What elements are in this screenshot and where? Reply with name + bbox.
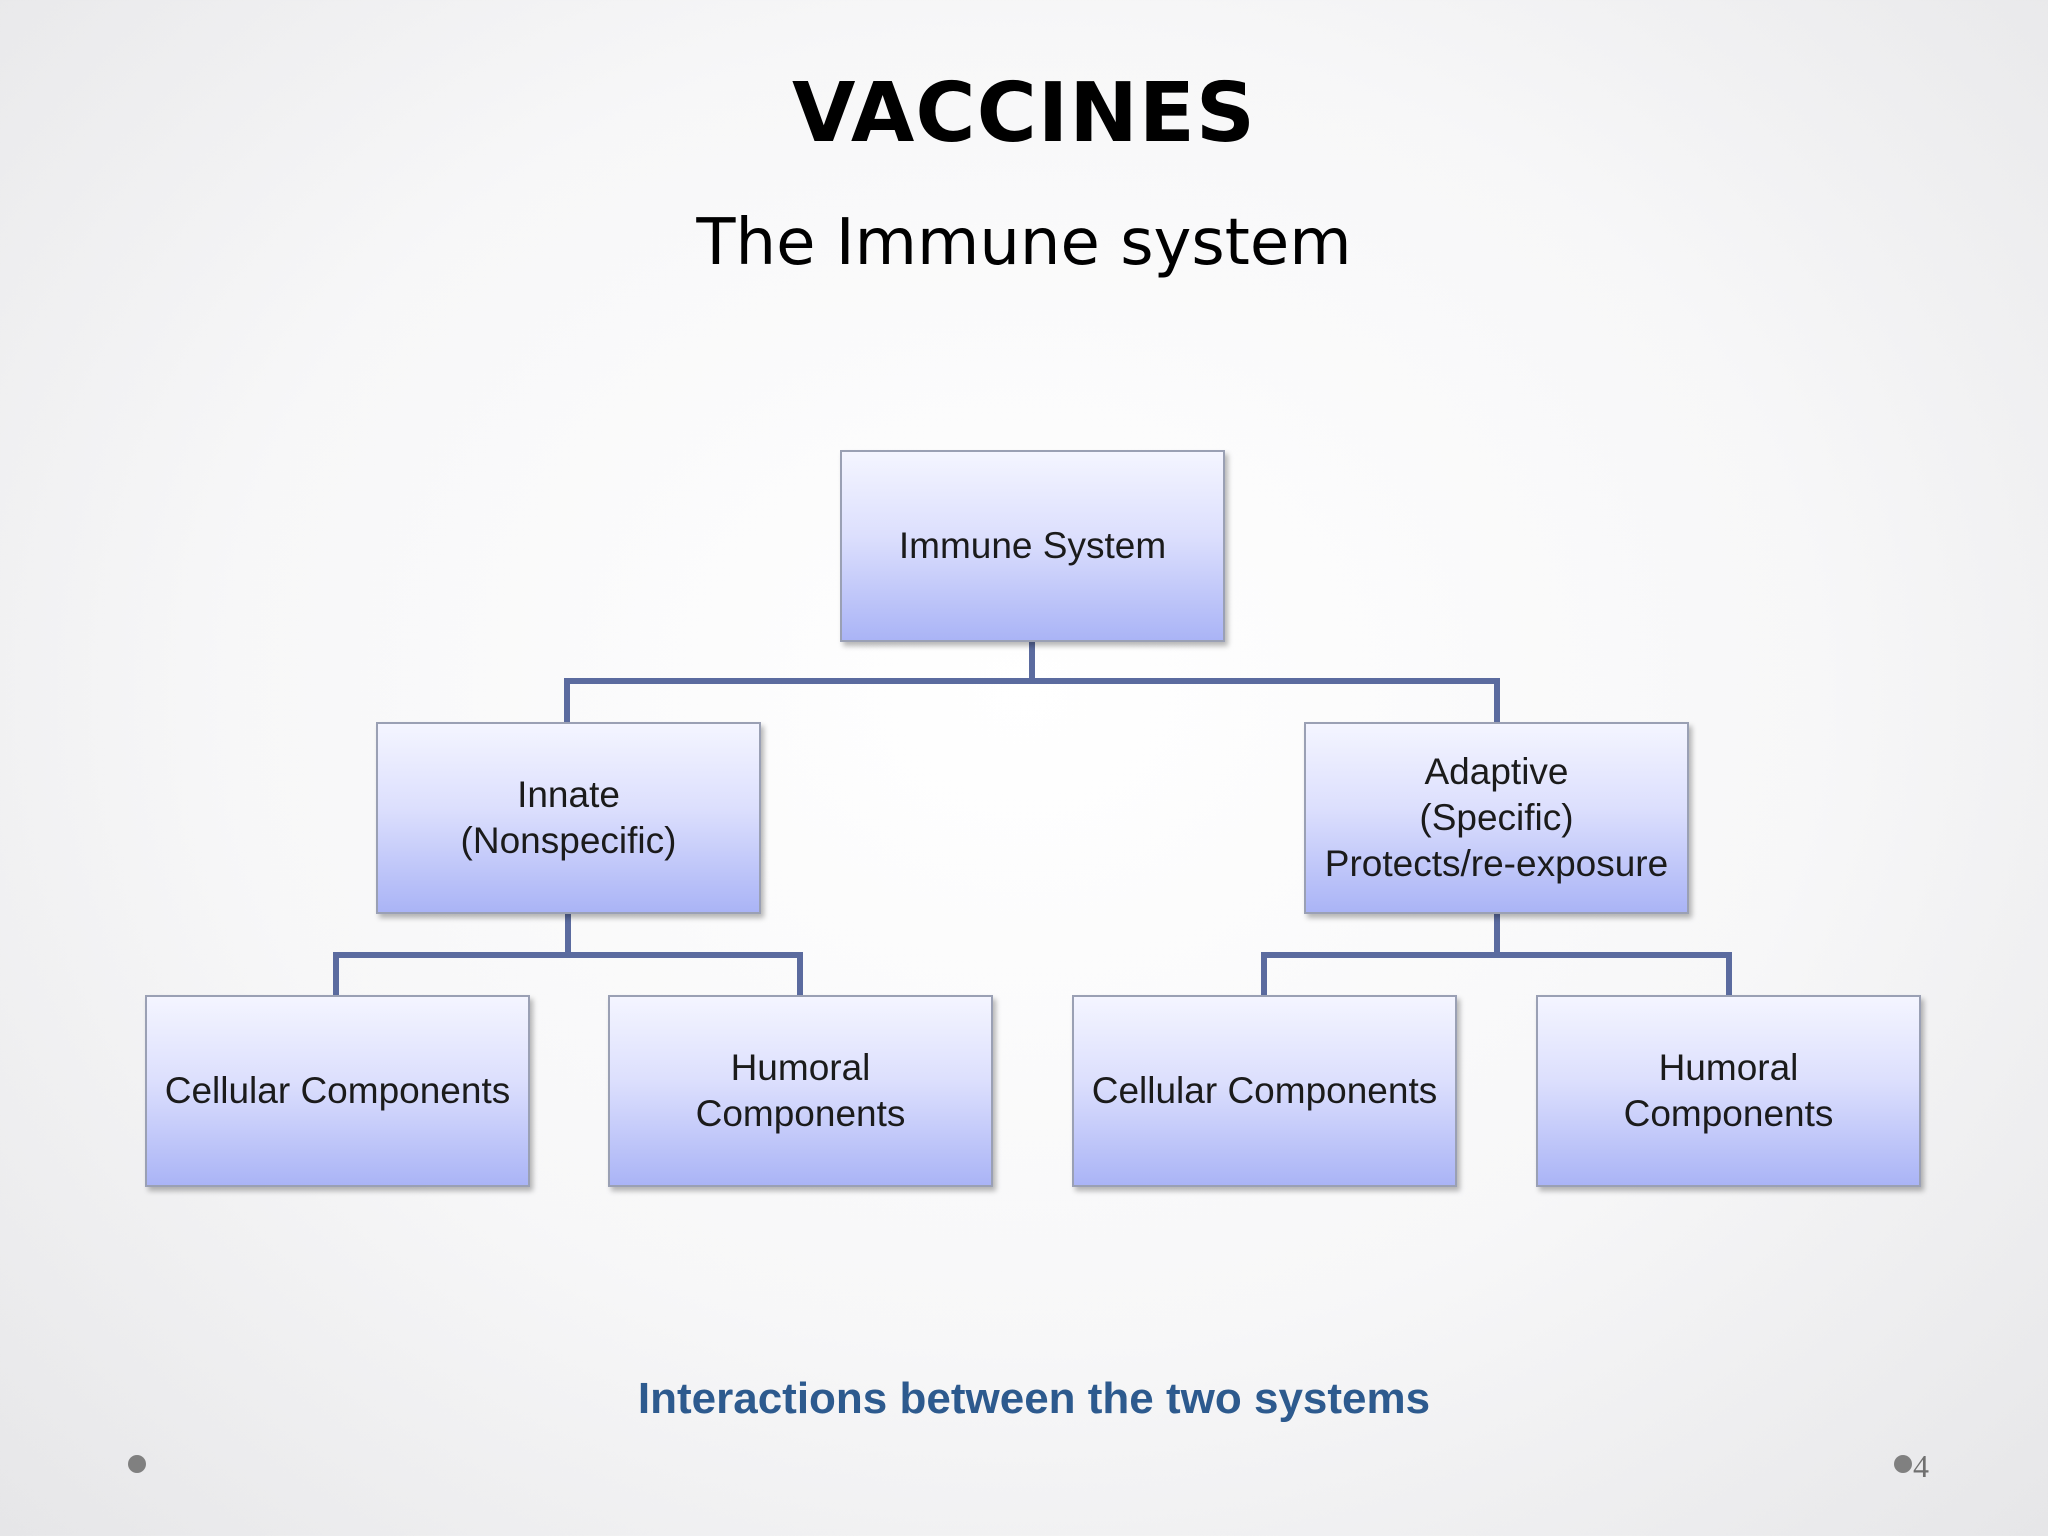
connector-innate-to-children xyxy=(333,913,803,995)
node-line: Cellular Components xyxy=(1091,1070,1438,1111)
bullet-dot-icon xyxy=(1894,1455,1912,1473)
slide-footer-caption: Interactions between the two systems xyxy=(637,1374,1431,1423)
node-adaptive: Adaptive (Specific) Protects/re-exposure xyxy=(1304,722,1689,914)
node-adaptive-cellular-components: Cellular Components xyxy=(1072,995,1457,1187)
node-adaptive-cellular-text: Cellular Components xyxy=(1092,1068,1438,1114)
node-line: Humoral xyxy=(730,1047,871,1088)
node-immune-system: Immune System xyxy=(840,450,1225,642)
node-adaptive-humoral-text: Humoral Components xyxy=(1624,1045,1834,1137)
node-line: Components xyxy=(1623,1093,1834,1134)
slide-title: VACCINES xyxy=(792,66,1256,161)
page-number: 4 xyxy=(1913,1448,1929,1484)
node-innate-humoral-components: Humoral Components xyxy=(608,995,993,1187)
node-adaptive-text: Adaptive (Specific) Protects/re-exposure xyxy=(1325,749,1668,887)
node-line: Adaptive xyxy=(1424,751,1569,792)
bullet-dot-icon xyxy=(128,1455,146,1473)
slide-subtitle: The Immune system xyxy=(696,206,1352,280)
node-line: Protects/re-exposure xyxy=(1324,843,1669,884)
node-line: Components xyxy=(695,1093,906,1134)
node-innate: Innate (Nonspecific) xyxy=(376,722,761,914)
node-line: (Specific) xyxy=(1419,797,1574,838)
node-line: Cellular Components xyxy=(164,1070,511,1111)
node-line: Immune System xyxy=(898,525,1167,566)
node-innate-cellular-components: Cellular Components xyxy=(145,995,530,1187)
connector-adaptive-to-children xyxy=(1261,913,1732,995)
node-line: (Nonspecific) xyxy=(460,820,677,861)
node-innate-text: Innate (Nonspecific) xyxy=(461,772,677,864)
node-innate-cellular-text: Cellular Components xyxy=(165,1068,511,1114)
node-adaptive-humoral-components: Humoral Components xyxy=(1536,995,1921,1187)
connector-root-to-level2 xyxy=(564,641,1500,722)
node-line: Humoral xyxy=(1658,1047,1799,1088)
node-immune-system-text: Immune System xyxy=(899,523,1166,569)
node-innate-humoral-text: Humoral Components xyxy=(696,1045,906,1137)
node-line: Innate xyxy=(517,774,620,815)
